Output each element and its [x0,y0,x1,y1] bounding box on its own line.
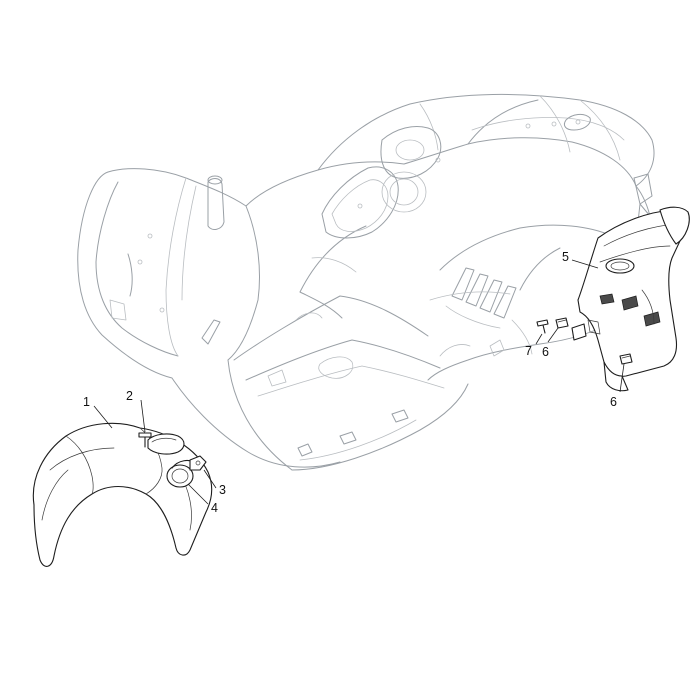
callout-5: 5 [562,250,569,264]
leader-3 [203,469,217,489]
screw-part-2 [138,432,152,448]
leader-1 [93,405,113,429]
leader-5 [571,259,599,269]
callout-2: 2 [126,389,133,403]
clip-part-6-upper [555,317,569,329]
leader-6a [547,327,559,343]
scooter-body-outline [77,93,655,471]
callout-3: 3 [219,483,226,497]
callout-labels: 1 2 3 4 5 6 6 7 [83,250,617,515]
leader-lines [93,259,625,505]
leader-2 [140,399,146,433]
clip-nut-part-3 [189,455,207,471]
callout-1: 1 [83,395,90,409]
front-mudguard [32,422,213,567]
callout-7: 7 [525,344,532,358]
rear-mudguard [577,206,690,392]
clip-part-6-lower [619,353,633,365]
bracket-small [571,323,587,341]
leader-4 [187,483,209,505]
leader-7 [535,333,543,345]
side-vents [445,267,517,329]
callout-4: 4 [211,501,218,515]
callout-6-upper: 6 [542,345,549,359]
leader-6b [619,363,625,393]
callout-6-lower: 6 [610,395,617,409]
screw-part-7 [536,319,549,334]
